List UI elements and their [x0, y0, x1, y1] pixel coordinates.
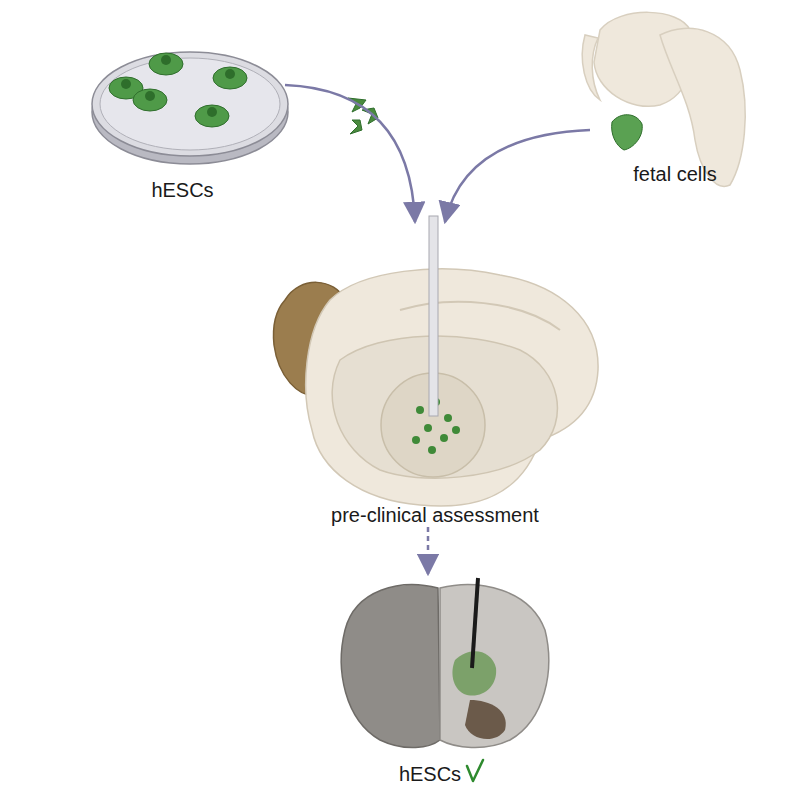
neuron [350, 120, 362, 134]
grafted-cell [452, 426, 460, 434]
node-label: hESCs [325, 762, 535, 786]
cell-colonies [109, 53, 247, 127]
cell-colony [149, 53, 183, 75]
flow-arrow [445, 130, 590, 222]
check-mark [467, 760, 483, 781]
brain-section [332, 336, 557, 478]
cell-nucleus [121, 79, 131, 89]
node-label: fetal cells [590, 162, 760, 186]
clinic-node: hESCs [325, 574, 535, 786]
fetal-brain [582, 12, 745, 186]
brainstem [465, 700, 506, 739]
grafted-cell [428, 446, 436, 454]
petri-dish [92, 52, 288, 164]
cell-colony [213, 67, 247, 89]
dish-node: hESCs [80, 40, 285, 202]
cell-nucleus [207, 107, 217, 117]
node-label: pre-clinical assessment [265, 503, 605, 527]
cell-nucleus [161, 55, 171, 65]
cell-nucleus [225, 69, 235, 79]
assessment-node: pre-clinical assessment [265, 222, 605, 527]
grafted-cell [444, 414, 452, 422]
cell-nucleus [145, 91, 155, 101]
cerebrum [306, 269, 598, 506]
node-label: hESCs [80, 178, 285, 202]
dish-top [92, 52, 288, 156]
probe [472, 578, 478, 668]
pipette [429, 216, 438, 416]
cell-colony [195, 105, 229, 127]
cell-colony [133, 89, 167, 111]
dish-inner [100, 58, 280, 150]
fetal-tissue-piece [612, 115, 643, 150]
grafted-cell [416, 406, 424, 414]
grafted-cell [412, 436, 420, 444]
grafted-cell [440, 434, 448, 442]
flow-arrow [427, 527, 430, 574]
fetal-brain-part [582, 35, 600, 100]
fetal-tissue [612, 115, 643, 150]
human-brain [341, 578, 548, 748]
grafted-cell [424, 424, 432, 432]
fetal-brain-part [660, 28, 745, 186]
flow-arrow [285, 85, 415, 222]
brain-fold [400, 302, 560, 330]
cell-nuclei [121, 55, 235, 117]
source-node: fetal cells [590, 0, 760, 186]
brain-right [440, 585, 549, 748]
brain-left [341, 585, 440, 748]
